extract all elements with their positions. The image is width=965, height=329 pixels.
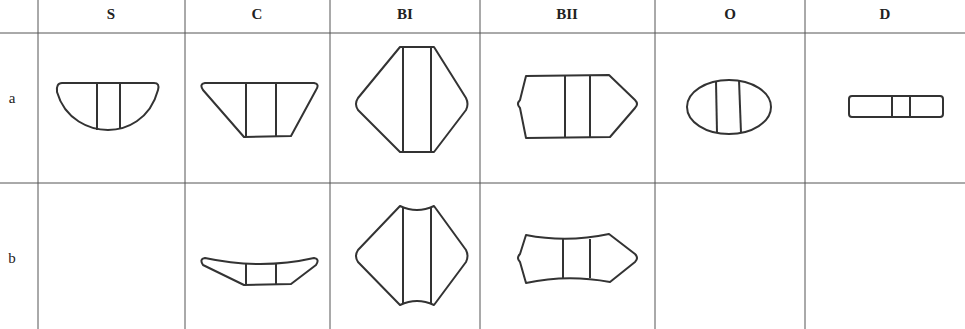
cell-shape (356, 206, 468, 305)
cell-shape (849, 96, 943, 117)
grid-line (330, 0, 331, 329)
column-header: D (880, 7, 891, 22)
grid-line (0, 183, 965, 184)
cell-shape (201, 258, 317, 285)
column-header: S (107, 7, 115, 22)
cell-shape (518, 75, 637, 138)
band-line (119, 83, 121, 129)
cell-shape (356, 47, 468, 152)
band-line (402, 208, 404, 303)
row-label: b (8, 251, 16, 266)
band-line (275, 83, 277, 136)
grid-line (0, 33, 965, 34)
cell-shape (201, 83, 317, 137)
column-header: BII (556, 7, 578, 22)
band-line (564, 76, 566, 138)
band-line (589, 239, 591, 278)
cell-shape-fill (518, 75, 637, 138)
band-line (245, 83, 247, 137)
column-header: BI (397, 7, 413, 22)
band-line (96, 83, 98, 130)
band-line (430, 47, 432, 152)
cell-shape (687, 80, 771, 134)
column-header: O (724, 7, 736, 22)
band-line (739, 80, 741, 133)
band-line (402, 47, 404, 152)
band-line (245, 264, 247, 285)
band-line (275, 264, 277, 284)
cell-shape (57, 83, 159, 130)
grid-line (655, 0, 656, 329)
cell-shape (518, 234, 637, 283)
band-line (589, 76, 591, 137)
band-line (909, 96, 911, 117)
grid-line (185, 0, 186, 329)
column-header: C (252, 7, 263, 22)
row-label: a (9, 91, 16, 106)
grid-line (480, 0, 481, 329)
shapes (57, 47, 943, 305)
grid-line (38, 0, 39, 329)
grid-line (805, 0, 806, 329)
band-line (430, 208, 432, 303)
band-line (891, 96, 893, 117)
band-line (716, 81, 717, 133)
band-line (562, 239, 564, 278)
